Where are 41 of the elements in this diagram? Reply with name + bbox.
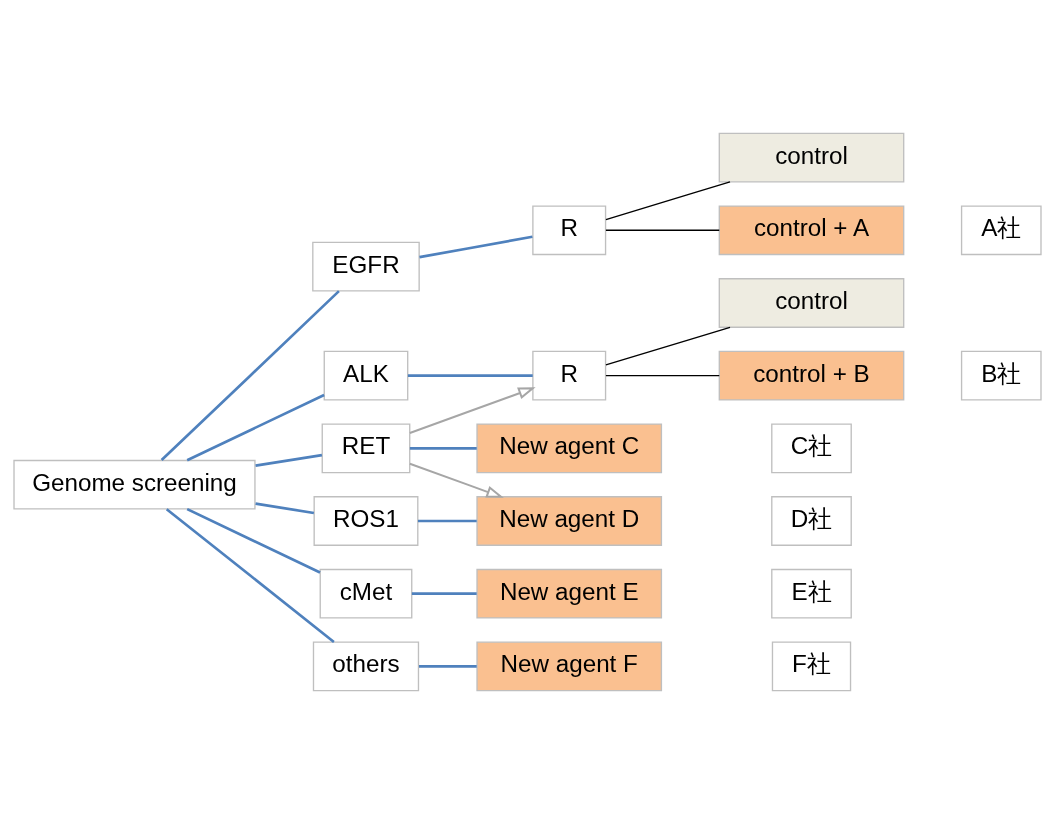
connector (186, 507, 321, 574)
node-box: E社 (771, 568, 852, 619)
node-box: control (718, 278, 905, 328)
node-box: C社 (771, 423, 852, 474)
node-box: control (718, 132, 905, 183)
node-box: EGFR (312, 241, 420, 292)
node-box: A社 (960, 205, 1042, 256)
node-box: control + A (718, 205, 905, 256)
node-box: New agent C (476, 423, 663, 474)
connector (605, 229, 720, 231)
node-box: B社 (960, 350, 1042, 401)
node-box: Genome screening (13, 459, 256, 510)
node-box: New agent F (476, 641, 663, 692)
node-box: D社 (771, 496, 852, 546)
arrow (409, 387, 536, 434)
node-box: New agent E (476, 568, 663, 619)
node-box: ALK (323, 350, 409, 401)
node-box: R (532, 350, 607, 401)
node-box: ROS1 (313, 496, 419, 546)
node-box: others (312, 641, 420, 692)
connector (419, 235, 533, 259)
connector (255, 453, 323, 467)
connector (409, 447, 477, 450)
connector (186, 393, 325, 462)
node-box: New agent D (476, 496, 663, 546)
connector (160, 290, 340, 462)
connector (417, 519, 477, 523)
node-box: F社 (771, 641, 852, 692)
connector (605, 326, 731, 366)
connector (605, 181, 731, 221)
node-box: R (532, 205, 607, 256)
arrow (409, 462, 504, 498)
connector (605, 375, 720, 377)
connector (165, 508, 335, 644)
connector (411, 592, 477, 596)
node-box: control + B (718, 350, 905, 401)
connector (255, 502, 315, 515)
connector (418, 665, 477, 668)
node-box: cMet (319, 568, 413, 619)
connector (407, 374, 533, 377)
node-box: RET (321, 423, 411, 474)
